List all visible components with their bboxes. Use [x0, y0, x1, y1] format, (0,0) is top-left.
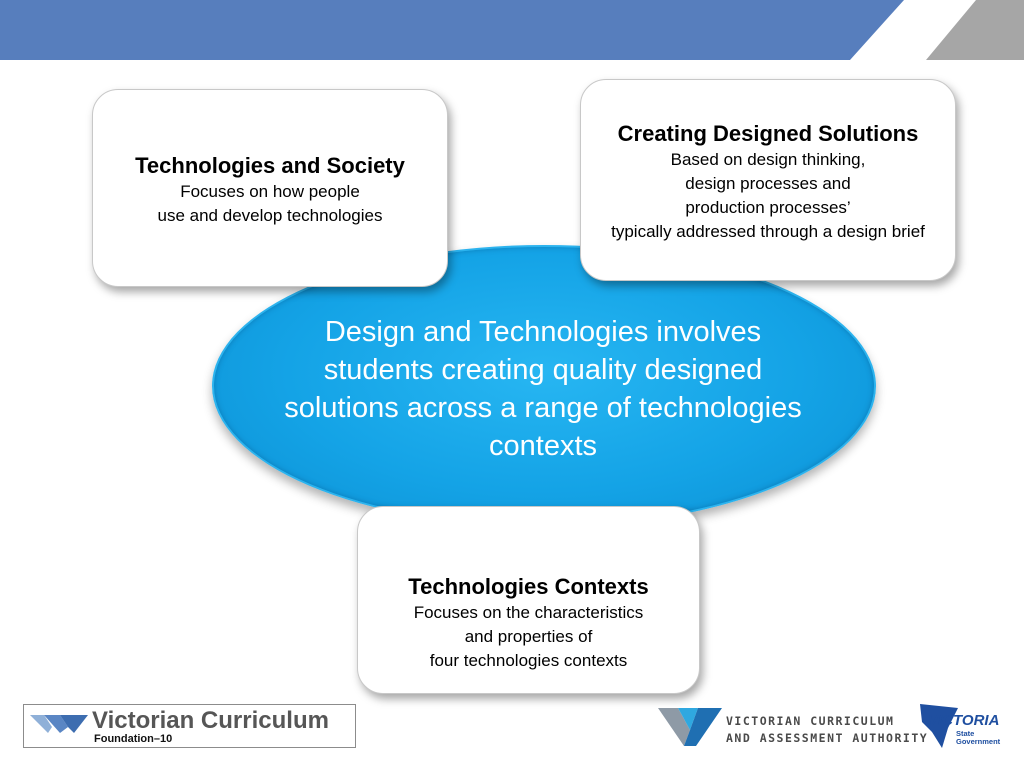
vc-logo-title: Victorian Curriculum [92, 707, 329, 734]
vc-chevron-icon [30, 715, 88, 733]
central-line: students creating quality designed [323, 354, 763, 386]
card-line: production processes’ [685, 198, 851, 217]
card-title: Creating Designed Solutions [617, 121, 919, 146]
vcaa-logo-line2: AND ASSESSMENT AUTHORITY [726, 731, 929, 745]
victoria-state-government-logo: VICTORIA State Government [918, 702, 1002, 750]
vic-gov-sub1: State [956, 729, 975, 738]
central-line: Design and Technologies involves [324, 316, 762, 348]
victorian-curriculum-logo: Victorian Curriculum Foundation–10 [23, 704, 356, 748]
vic-gov-word: VICTORIA [928, 712, 1000, 729]
victoria-map-icon [920, 704, 958, 748]
header-band [0, 0, 1024, 60]
card-line: four technologies contexts [429, 651, 628, 670]
card-line: design processes and [685, 174, 851, 193]
card-line: use and develop technologies [157, 206, 383, 225]
vc-logo-subtitle: Foundation–10 [94, 733, 173, 745]
central-line: contexts [489, 430, 597, 462]
card-technologies-and-society: Technologies and Society Focuses on how … [92, 89, 448, 287]
card-creating-designed-solutions: Creating Designed Solutions Based on des… [580, 79, 956, 281]
card-line: and properties of [464, 627, 593, 646]
vic-gov-sub2: Government [956, 737, 1001, 746]
vcaa-logo-line1: VICTORIAN CURRICULUM [726, 714, 895, 728]
card-title: Technologies and Society [135, 153, 405, 178]
vcaa-chevron-icon [658, 708, 722, 746]
central-line: solutions across a range of technologies [284, 392, 802, 424]
card-line: Based on design thinking, [670, 150, 866, 169]
card-line: Focuses on the characteristics [413, 603, 644, 622]
vcaa-logo: VICTORIAN CURRICULUM AND ASSESSMENT AUTH… [658, 704, 927, 748]
card-line: typically addressed through a design bri… [611, 222, 925, 241]
card-line: Focuses on how people [180, 182, 360, 201]
card-technologies-contexts: Technologies Contexts Focuses on the cha… [357, 506, 700, 694]
central-ellipse [212, 245, 876, 527]
card-title: Technologies Contexts [408, 574, 649, 599]
central-statement: Design and Technologies involves student… [240, 313, 846, 465]
